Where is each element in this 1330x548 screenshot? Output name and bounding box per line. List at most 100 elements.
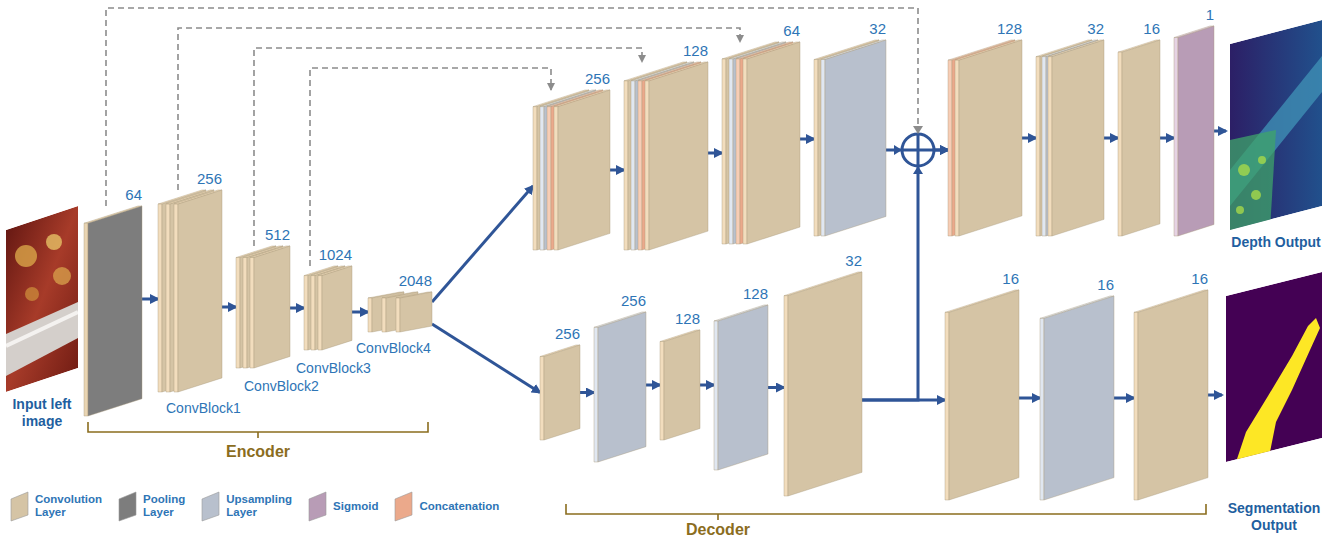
- layer-block: 128: [624, 62, 708, 250]
- layer-slab: [743, 42, 800, 244]
- slab-edge: [396, 298, 400, 332]
- channel-count: 64: [783, 22, 800, 40]
- flow-arrow: [1022, 137, 1036, 140]
- slab-edge: [594, 327, 598, 462]
- slab-face: [664, 330, 700, 440]
- slab-edge: [1048, 57, 1052, 236]
- swatch-face: [395, 492, 412, 521]
- sum-cross: [902, 134, 934, 166]
- slab-edge: [547, 107, 551, 250]
- slab-face: [949, 290, 1019, 500]
- flow-arrow: [142, 298, 158, 301]
- flow-arrow: [432, 186, 533, 302]
- slab-edge: [382, 298, 386, 332]
- slab-edge: [784, 296, 788, 496]
- tissue-blob: [25, 287, 39, 301]
- layer-slab: [1134, 290, 1208, 500]
- sum-input-head: [913, 166, 923, 174]
- layer-block: 32: [814, 40, 886, 236]
- slab-edge: [821, 60, 825, 236]
- layer-slab: [84, 206, 142, 416]
- slab-face: [1178, 26, 1214, 236]
- slab-edge: [243, 258, 247, 368]
- flow-arrow: [708, 152, 722, 155]
- layer-shape: [722, 42, 800, 244]
- slab-edge: [1042, 57, 1046, 236]
- image-content: [1226, 272, 1322, 462]
- flow-arrow: [700, 384, 714, 387]
- swatch-face: [309, 492, 326, 521]
- flow-arrow: [1019, 397, 1040, 400]
- layer-shape: [540, 345, 580, 440]
- block-name: ConvBlock1: [166, 400, 241, 416]
- layer-slab: [250, 246, 290, 368]
- slab-face: [747, 42, 800, 244]
- channel-count: 1024: [319, 246, 352, 264]
- layer-shape: [533, 90, 610, 250]
- legend-item: Concatenation: [392, 490, 499, 522]
- swatch-face: [11, 492, 28, 521]
- layer-block: 16: [1118, 40, 1160, 236]
- flow-arrow: [1208, 394, 1222, 397]
- section-name: Encoder: [226, 444, 290, 460]
- depth-speck: [1236, 206, 1244, 214]
- slab-edge: [660, 342, 664, 440]
- swatch-face: [202, 492, 219, 521]
- flow-arrow: [1104, 137, 1118, 140]
- surgical-tool: [6, 302, 78, 376]
- layer-slab: [396, 292, 432, 332]
- layer-shape: [368, 292, 432, 332]
- channel-count: 16: [1097, 276, 1114, 294]
- slab-edge: [540, 107, 544, 250]
- legend: Convolution LayerPooling LayerUpsampling…: [8, 490, 499, 522]
- channel-count: 32: [869, 20, 886, 38]
- legend-text: Sigmoid: [333, 500, 378, 513]
- image-content: [1230, 20, 1322, 230]
- tissue-blob: [15, 245, 37, 267]
- slab-face: [1138, 290, 1208, 500]
- image-caption: Segmentation Output: [1222, 500, 1326, 534]
- slab-edge: [166, 204, 170, 392]
- layer-shape: [945, 290, 1019, 500]
- layer-slab: [1174, 26, 1214, 236]
- layer-shape: [784, 272, 862, 496]
- block-name: ConvBlock4: [356, 340, 431, 356]
- slab-edge: [250, 258, 254, 368]
- layer-block: 2048: [368, 292, 432, 332]
- slab-edge: [84, 223, 88, 416]
- slab-face: [1044, 296, 1114, 500]
- layer-shape: [1118, 40, 1160, 236]
- channel-count: 16: [1002, 270, 1019, 288]
- slab-edge: [236, 258, 240, 368]
- slab-face: [959, 40, 1022, 236]
- layer-slab: [784, 272, 862, 496]
- layer-shape: [236, 246, 290, 368]
- slab-edge: [743, 59, 747, 244]
- layer-slab: [714, 305, 768, 470]
- depth-speck: [1258, 156, 1266, 164]
- channel-count: 256: [197, 170, 222, 188]
- segmentation-map: [1226, 272, 1322, 462]
- image-panel: Depth Output: [1226, 20, 1326, 251]
- layer-block: 1: [1174, 26, 1214, 236]
- layer-shape: [84, 206, 142, 416]
- flow-arrow: [646, 384, 660, 387]
- layer-shape: [948, 40, 1022, 236]
- layer-slab: [955, 40, 1022, 236]
- layer-block: 256: [540, 345, 580, 440]
- layer-block: 128: [714, 305, 768, 470]
- slab-face: [1122, 40, 1160, 236]
- layer-slab: [540, 345, 580, 440]
- channel-count: 128: [675, 310, 700, 328]
- layer-block: 16: [1134, 290, 1208, 500]
- slab-face: [254, 246, 290, 368]
- slab-edge: [1134, 312, 1138, 500]
- depth-map: [1230, 20, 1322, 230]
- legend-swatch: [8, 490, 30, 522]
- slab-edge: [540, 357, 544, 440]
- legend-text: Pooling Layer: [143, 493, 185, 519]
- image-picture: [1222, 272, 1326, 462]
- channel-count: 256: [585, 70, 610, 88]
- layer-block: 128: [660, 330, 700, 440]
- image-picture: [2, 206, 82, 392]
